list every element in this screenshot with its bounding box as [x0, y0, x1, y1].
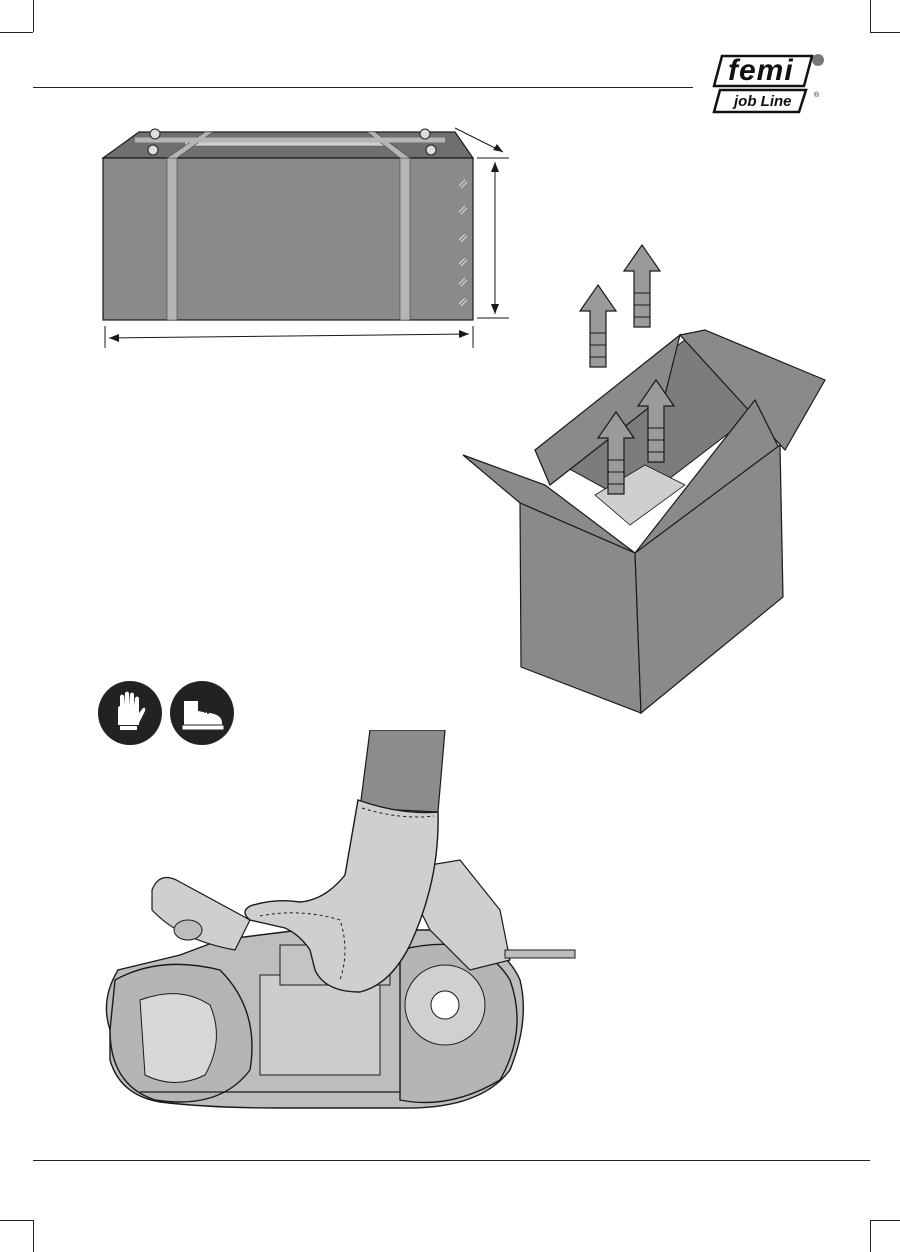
- crop-mark-br-v: [870, 1220, 871, 1252]
- up-arrow-icon: [636, 378, 676, 464]
- registered-mark: ®: [814, 92, 819, 99]
- logo-main-text: femi: [728, 54, 794, 88]
- up-arrow-icon: [622, 243, 662, 329]
- logo-sub-text: job Line: [734, 93, 792, 110]
- crop-mark-tr-h: [870, 32, 900, 33]
- crop-mark-tr-v: [870, 0, 871, 32]
- up-arrow-icon: [578, 283, 618, 369]
- crop-mark-tl-v: [33, 0, 34, 32]
- header-rule: [33, 87, 693, 88]
- lifting-saw-illustration: [100, 730, 580, 1120]
- femi-logo: femi job Line ®: [706, 52, 826, 116]
- footer-rule: [33, 1160, 870, 1161]
- crop-mark-br-h: [870, 1220, 900, 1221]
- up-arrow-icon: [596, 410, 636, 496]
- crop-mark-bl-v: [33, 1220, 34, 1252]
- crop-mark-bl-h: [0, 1220, 33, 1221]
- crop-mark-tl-h: [0, 32, 33, 33]
